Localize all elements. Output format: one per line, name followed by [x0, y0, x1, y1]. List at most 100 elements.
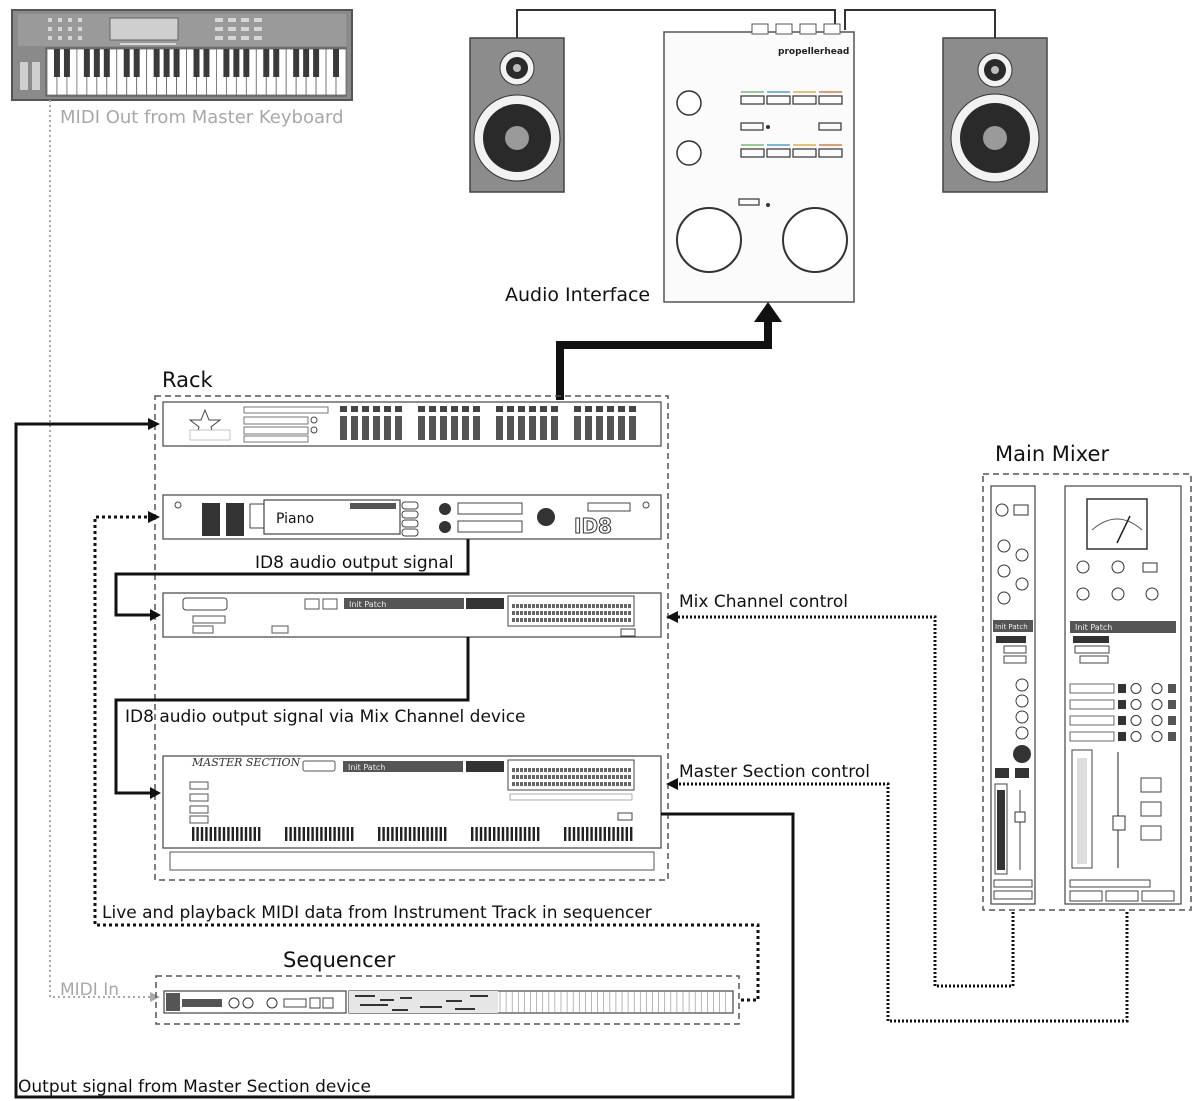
- slider-cap: [293, 827, 297, 841]
- meter-segment: [620, 782, 623, 786]
- meter-segment: [556, 611, 559, 615]
- rack-to-interface-line: [556, 318, 772, 400]
- meter-bar: [340, 416, 347, 440]
- meter-segment: [580, 611, 583, 615]
- meter-led: [596, 406, 603, 412]
- meter-bar: [451, 416, 458, 440]
- meter-led: [384, 406, 391, 412]
- slider-cap: [249, 827, 252, 841]
- slider-cap: [315, 827, 319, 841]
- meter-segment: [552, 782, 555, 786]
- meter-segment: [596, 768, 599, 772]
- slider-cap: [532, 827, 535, 841]
- meter-segment: [612, 604, 615, 608]
- meter-segment: [536, 768, 539, 772]
- meter-segment: [600, 604, 603, 608]
- meter-segment: [564, 604, 567, 608]
- meter-segment: [604, 618, 607, 622]
- meter-segment: [524, 604, 527, 608]
- master-keyboard: [11, 9, 353, 101]
- slider-cap: [408, 827, 412, 841]
- mix-channel-control-label: Mix Channel control: [679, 592, 848, 612]
- meter-segment: [568, 604, 571, 608]
- meter-segment: [552, 611, 555, 615]
- meter-bar: [418, 416, 425, 440]
- slider-cap: [497, 827, 500, 841]
- meter-segment: [520, 604, 523, 608]
- mix-channel-device: Init Patch: [162, 592, 662, 638]
- meter-segment: [628, 768, 631, 772]
- meter-led: [429, 406, 436, 412]
- meter-led: [451, 406, 458, 412]
- meter-segment: [576, 604, 579, 608]
- sequencer-label: Sequencer: [283, 948, 396, 972]
- slider-cap: [413, 827, 416, 841]
- mixer-channel-strip: Init Patch: [990, 485, 1036, 905]
- slider-cap: [506, 827, 509, 841]
- meter-segment: [596, 611, 599, 615]
- slider-cap: [528, 827, 531, 841]
- slider-cap: [519, 827, 522, 841]
- master-patch: Init Patch: [348, 763, 385, 772]
- slider-cap: [594, 827, 598, 841]
- meter-segment: [520, 775, 523, 779]
- meter-segment: [516, 604, 519, 608]
- meter-segment: [600, 782, 603, 786]
- right-speaker-cable: [844, 9, 996, 38]
- meter-segment: [516, 768, 519, 772]
- live-playback-label: Live and playback MIDI data from Instrum…: [102, 903, 652, 923]
- meter-segment: [512, 782, 515, 786]
- meter-segment: [564, 618, 567, 622]
- meter-segment: [560, 775, 563, 779]
- id8-device: Piano ID8: [162, 494, 662, 540]
- meter-segment: [560, 604, 563, 608]
- meter-segment: [612, 618, 615, 622]
- meter-segment: [544, 604, 547, 608]
- meter-segment: [536, 618, 539, 622]
- slider-cap: [590, 827, 593, 841]
- meter-segment: [540, 768, 543, 772]
- meter-segment: [520, 768, 523, 772]
- meter-segment: [512, 611, 515, 615]
- meter-segment: [616, 768, 619, 772]
- meter-segment: [608, 782, 611, 786]
- slider-cap: [214, 827, 217, 841]
- slider-cap: [471, 827, 474, 841]
- meter-segment: [608, 768, 611, 772]
- slider-cap: [311, 827, 314, 841]
- slider-cap: [192, 827, 195, 841]
- meter-segment: [624, 604, 627, 608]
- black-key: [233, 49, 240, 77]
- meter-led: [373, 406, 380, 412]
- meter-segment: [628, 611, 631, 615]
- black-key: [133, 49, 140, 77]
- master-section-control-label: Master Section control: [679, 762, 870, 782]
- meter-segment: [576, 768, 579, 772]
- meter-segment: [552, 775, 555, 779]
- id8-output-label: ID8 audio output signal: [255, 553, 454, 573]
- return-button: [1118, 716, 1126, 725]
- meter-segment: [528, 768, 531, 772]
- meter-segment: [584, 782, 587, 786]
- meter-segment: [552, 604, 555, 608]
- meter-segment: [540, 604, 543, 608]
- mix-channel-control-line: [676, 615, 1015, 988]
- meter-bar: [351, 416, 358, 440]
- meter-segment: [532, 604, 535, 608]
- slider-cap: [501, 827, 505, 841]
- master-section-input-arrowhead: [150, 787, 161, 799]
- meter-bar: [507, 416, 514, 440]
- mixer-master-strip: Init Patch: [1064, 485, 1182, 905]
- meter-bar: [574, 416, 581, 440]
- midi-note: [420, 1006, 442, 1008]
- slider-cap: [435, 827, 438, 841]
- black-key: [83, 49, 90, 77]
- slider-cap: [285, 827, 288, 841]
- meter-segment: [532, 618, 535, 622]
- black-key: [263, 49, 270, 77]
- meter-segment: [556, 618, 559, 622]
- slider-cap: [240, 827, 243, 841]
- black-key: [153, 49, 160, 77]
- rack-label: Rack: [162, 368, 214, 392]
- slider-cap: [298, 827, 301, 841]
